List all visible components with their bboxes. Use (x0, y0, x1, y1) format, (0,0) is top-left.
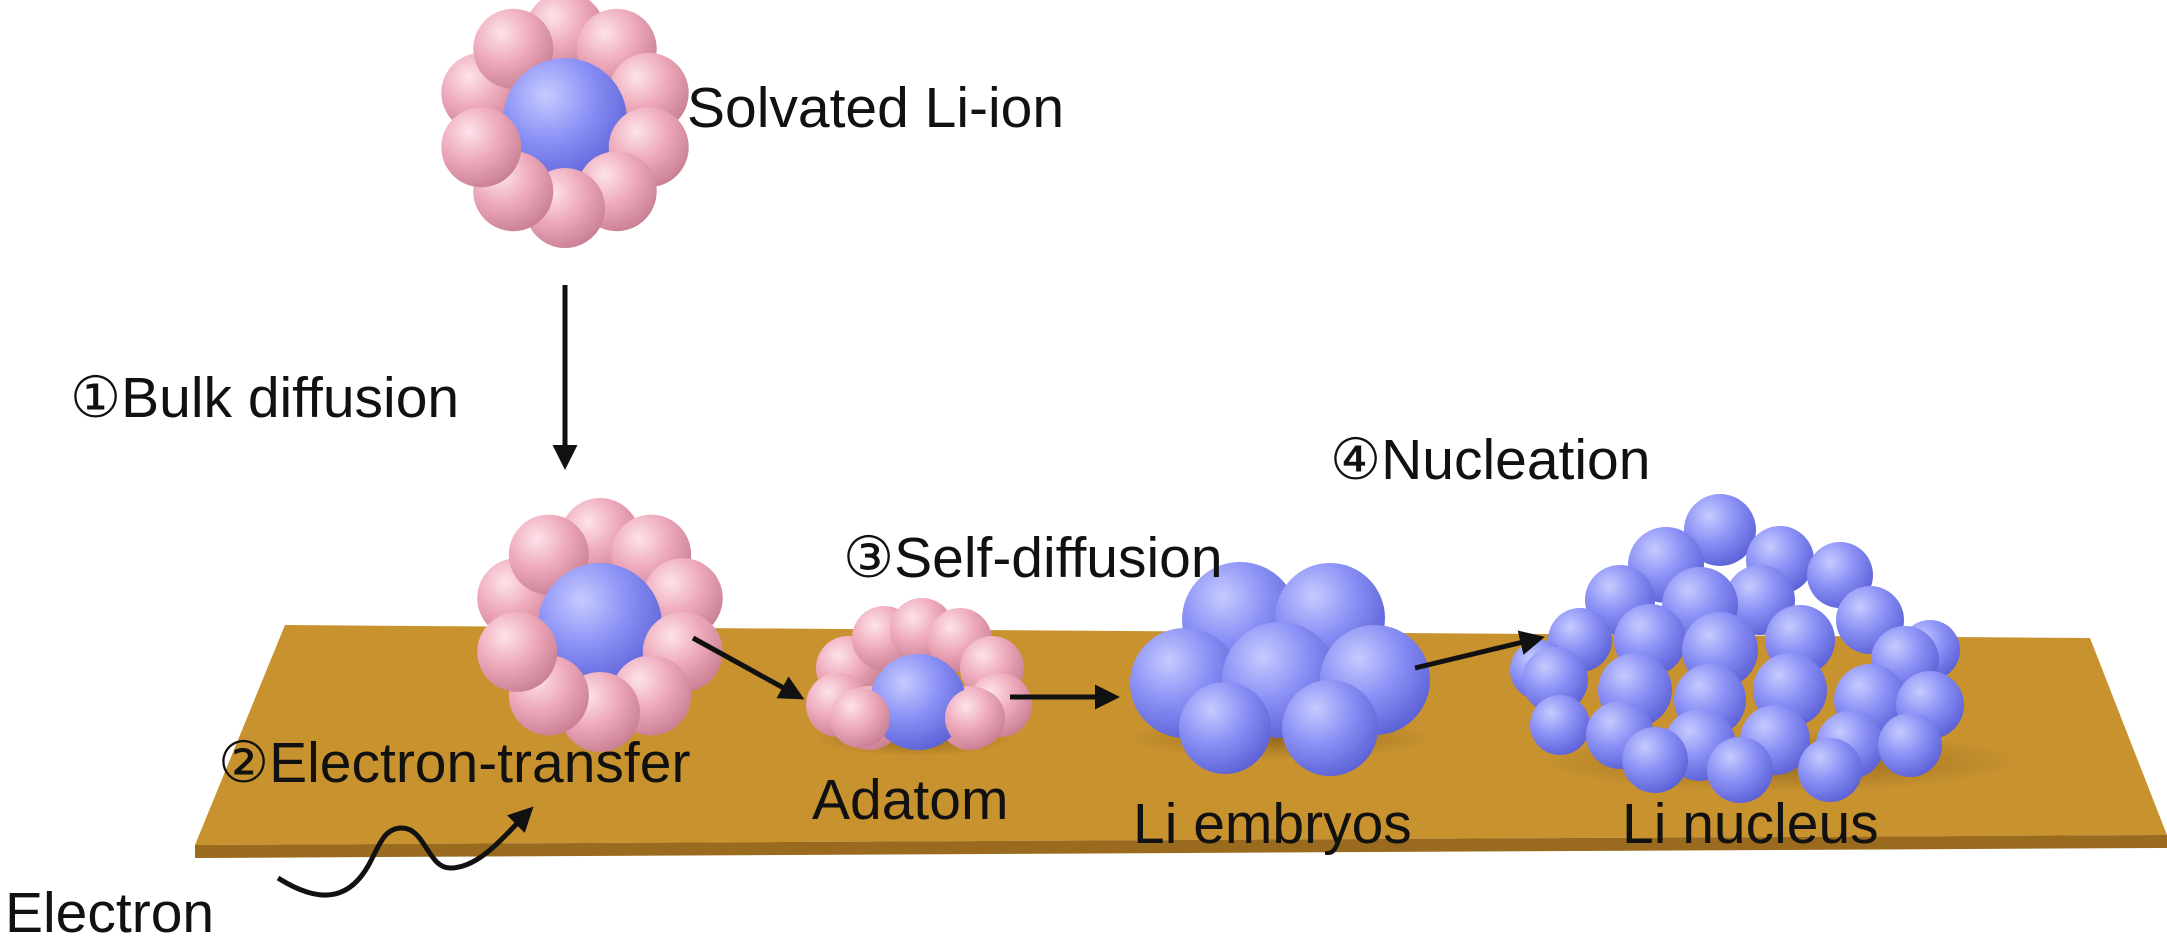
li-sphere (1798, 738, 1862, 802)
label-step1-bulk-diffusion: ①Bulk diffusion (70, 366, 460, 430)
solvated-li-ion-cluster (441, 0, 689, 248)
li-sphere (1522, 647, 1588, 713)
li-sphere (1878, 713, 1942, 777)
solvent-sphere (945, 688, 1005, 748)
li-sphere (1282, 680, 1378, 776)
adatom-li-sphere (870, 654, 966, 750)
solvent-sphere (830, 688, 890, 748)
label-li-nucleus: Li nucleus (1622, 792, 1879, 856)
electron-wave-arrow (276, 806, 534, 898)
label-step3-self-diffusion: ③Self-diffusion (843, 526, 1223, 590)
li-sphere (1684, 494, 1756, 566)
lithium-core-sphere (538, 563, 662, 687)
label-step2-electron-transfer: ②Electron-transfer (218, 731, 691, 795)
li-embryos-cluster (1130, 562, 1430, 776)
solvent-sphere (477, 611, 558, 692)
lithium-core-sphere (503, 58, 627, 182)
label-step4-nucleation: ④Nucleation (1330, 428, 1651, 492)
to-adatom-arrow (691, 635, 805, 700)
solvent-sphere (441, 107, 522, 188)
surface-solvated-ion-cluster (477, 498, 723, 752)
to-nucleus-arrow (1414, 630, 1545, 671)
li-nucleus-cluster (1510, 494, 1964, 803)
li-sphere (1707, 737, 1773, 803)
label-solvated-li-ion: Solvated Li-ion (687, 76, 1065, 140)
label-li-embryos: Li embryos (1133, 792, 1412, 856)
label-electron: Electron (5, 881, 215, 945)
arrows (276, 285, 1545, 898)
li-sphere (1530, 695, 1590, 755)
li-sphere (1179, 682, 1271, 774)
adatom-cluster (806, 598, 1032, 750)
label-adatom: Adatom (812, 768, 1009, 832)
li-sphere (1622, 727, 1688, 793)
substrate-edge (195, 835, 2167, 858)
